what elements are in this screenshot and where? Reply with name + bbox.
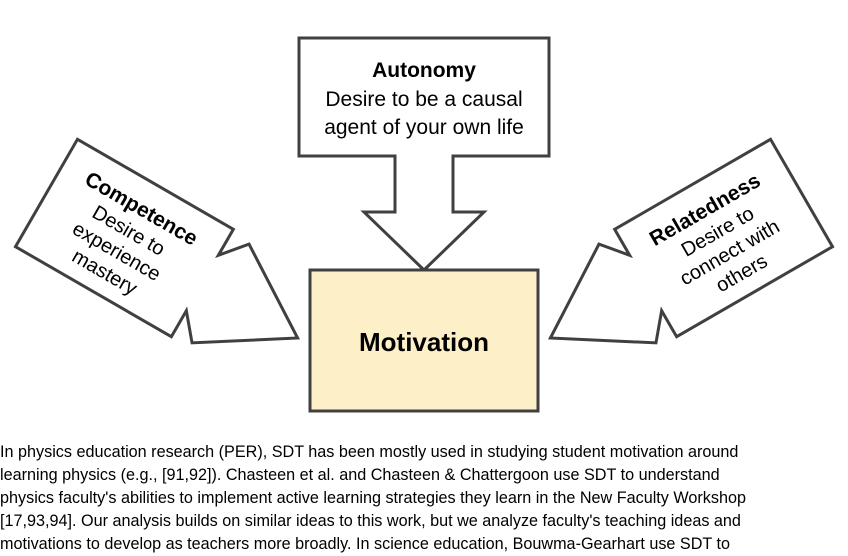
relatedness-arrow: Relatedness Desire to connect with other… [547, 137, 835, 345]
motivation-box: Motivation [308, 268, 540, 413]
body-paragraph: In physics education research (PER), SDT… [0, 441, 848, 556]
relatedness-arrow-shape [547, 137, 835, 345]
motivation-label: Motivation [359, 327, 489, 357]
paragraph-line-2: learning physics (e.g., [91,92]). Chaste… [0, 466, 720, 484]
autonomy-arrow-shape [297, 36, 551, 273]
paragraph-line-1: In physics education research (PER), SDT… [0, 443, 739, 461]
autonomy-line-2: agent of your own life [324, 116, 524, 139]
paragraph-line-3: physics faculty's abilities to implement… [0, 489, 746, 507]
autonomy-title: Autonomy [372, 59, 476, 82]
paragraph-line-5: motivations to develop as teachers more … [0, 535, 731, 553]
paragraph-line-4: [17,93,94]. Our analysis builds on simil… [0, 512, 741, 530]
autonomy-arrow: Autonomy Desire to be a causal agent of … [297, 36, 551, 273]
competence-arrow: Competence Desire to experience mastery [13, 137, 301, 345]
motivation-box-shape [308, 268, 540, 413]
autonomy-line-1: Desire to be a causal [325, 88, 522, 111]
sdt-diagram: Autonomy Desire to be a causal agent of … [13, 36, 835, 413]
competence-arrow-shape [13, 137, 301, 345]
